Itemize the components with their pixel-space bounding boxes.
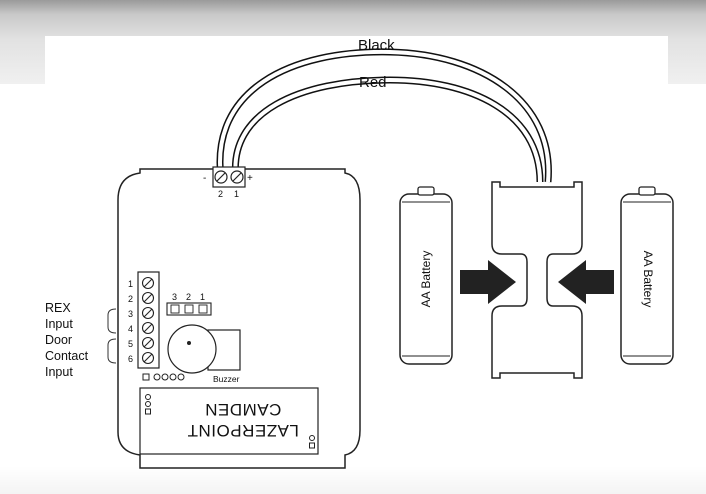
top-frame-panel [45, 36, 668, 84]
brand-plate [139, 387, 319, 455]
battery-terminal-block [212, 166, 246, 188]
terminal-screw-row-4 [141, 321, 155, 335]
buzzer-hole [187, 341, 191, 345]
brand-line-2: CAMDEN [205, 400, 282, 419]
door-brace [107, 338, 117, 364]
jumper-label-2: 2 [186, 292, 191, 302]
buzzer-label: Buzzer [213, 374, 240, 384]
buzzer-body [167, 324, 217, 374]
jumper-pin-3 [170, 304, 180, 314]
terminal-screw-row-1 [141, 276, 155, 290]
door-label-line1: Door [45, 333, 72, 347]
terminal-number-4: 4 [128, 324, 133, 334]
bottom-frame-band [0, 466, 706, 494]
battery-left-terminal [417, 186, 435, 196]
brand-line-1: LAZERPOINT [187, 421, 299, 440]
red-wire-core [233, 77, 542, 183]
door-label-line2: Contact [45, 349, 89, 363]
terminal-screw-row-2 [141, 291, 155, 305]
terminal-screw-row-3 [141, 306, 155, 320]
insert-arrow-right-icon [460, 260, 516, 304]
top-frame-band [0, 0, 706, 84]
battery-right-label: AA Battery [641, 251, 655, 308]
wire-pair [216, 48, 552, 183]
terminal-number-3: 3 [128, 309, 133, 319]
plate-pins-right [309, 435, 315, 449]
rex-label-line2: Input [45, 317, 73, 331]
connector-row [142, 373, 185, 381]
battery-left-label: AA Battery [419, 251, 433, 308]
rex-brace [107, 308, 117, 334]
plate-pins-left [145, 394, 151, 415]
jumper-pin-1 [198, 304, 208, 314]
black-wire-label: Black [358, 37, 395, 54]
aa-battery-right [620, 186, 674, 365]
minus-sign: - [203, 173, 206, 184]
jumper-label-1: 1 [200, 292, 205, 302]
terminal-pin-2-label: 2 [218, 189, 223, 199]
black-wire [216, 48, 552, 183]
buzzer [167, 324, 241, 374]
rex-label-line1: REX [45, 301, 71, 315]
aa-battery-left [399, 186, 453, 365]
insert-arrow-left-icon [558, 260, 614, 304]
jumper-header [166, 302, 212, 316]
plus-sign: + [247, 173, 253, 184]
terminal-number-2: 2 [128, 294, 133, 304]
terminal-pin-1-label: 1 [234, 189, 239, 199]
terminal-number-5: 5 [128, 339, 133, 349]
terminal-number-6: 6 [128, 354, 133, 364]
battery-holder [491, 181, 583, 379]
door-label-line3: Input [45, 365, 73, 379]
jumper-pin-2 [184, 304, 194, 314]
red-wire [231, 76, 544, 183]
terminal-screw-row-6 [141, 351, 155, 365]
controller-module [117, 168, 361, 469]
battery-right-terminal [638, 186, 656, 196]
black-wire-core [217, 49, 551, 183]
red-wire-label: Red [359, 74, 387, 91]
input-terminal-strip [137, 271, 160, 369]
terminal-number-1: 1 [128, 279, 133, 289]
terminal-screw-row-5 [141, 336, 155, 350]
jumper-label-3: 3 [172, 292, 177, 302]
